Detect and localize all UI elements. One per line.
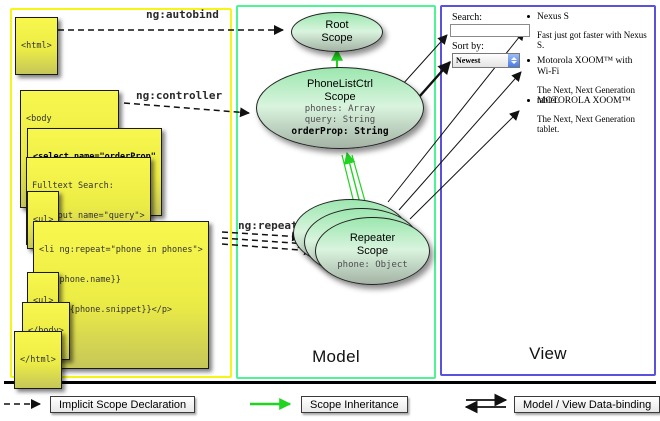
legend-scope-inheritance: Scope Inheritance xyxy=(301,396,408,413)
legend-databinding: Model / View Data-binding xyxy=(514,396,660,413)
phone-item-1: Nexus S Fast just got faster with Nexus … xyxy=(527,12,647,50)
view-column-label: View xyxy=(529,344,567,363)
view-sort-value: Newest xyxy=(456,56,481,65)
legend-implicit-scope: Implicit Scope Declaration xyxy=(50,396,196,413)
phone-item-2: Motorola XOOM™ with Wi-Fi The Next, Next… xyxy=(527,56,647,105)
code-html-close: </html> xyxy=(14,331,62,389)
view-sort-label: Sort by: xyxy=(452,41,484,52)
autobind-label: ng:autobind xyxy=(146,8,219,21)
bullet-icon xyxy=(527,99,530,102)
controller-label: ng:controller xyxy=(136,89,223,102)
repeat-label: ng:repeat xyxy=(238,219,298,232)
bullet-icon xyxy=(527,15,530,18)
select-stepper-icon xyxy=(508,54,519,67)
model-column-label: Model xyxy=(312,347,360,366)
legend-separator xyxy=(4,381,656,384)
phone-item-3: MOTOROLA XOOM™ The Next, Next Generation… xyxy=(527,96,647,134)
model-column: Model xyxy=(236,5,436,379)
bullet-icon xyxy=(527,59,530,62)
root-scope-ellipse: Root Scope xyxy=(291,12,383,52)
phonelistctrl-scope-ellipse: PhoneListCtrl Scope phones: Array query:… xyxy=(256,67,424,149)
code-html-open: <html> xyxy=(15,17,58,75)
view-sort-select[interactable]: Newest xyxy=(452,53,520,68)
view-search-input[interactable] xyxy=(450,24,530,37)
view-search-label: Search: xyxy=(452,12,482,23)
repeater-scope-ellipse: Repeater Scope phone: Object xyxy=(315,217,430,285)
